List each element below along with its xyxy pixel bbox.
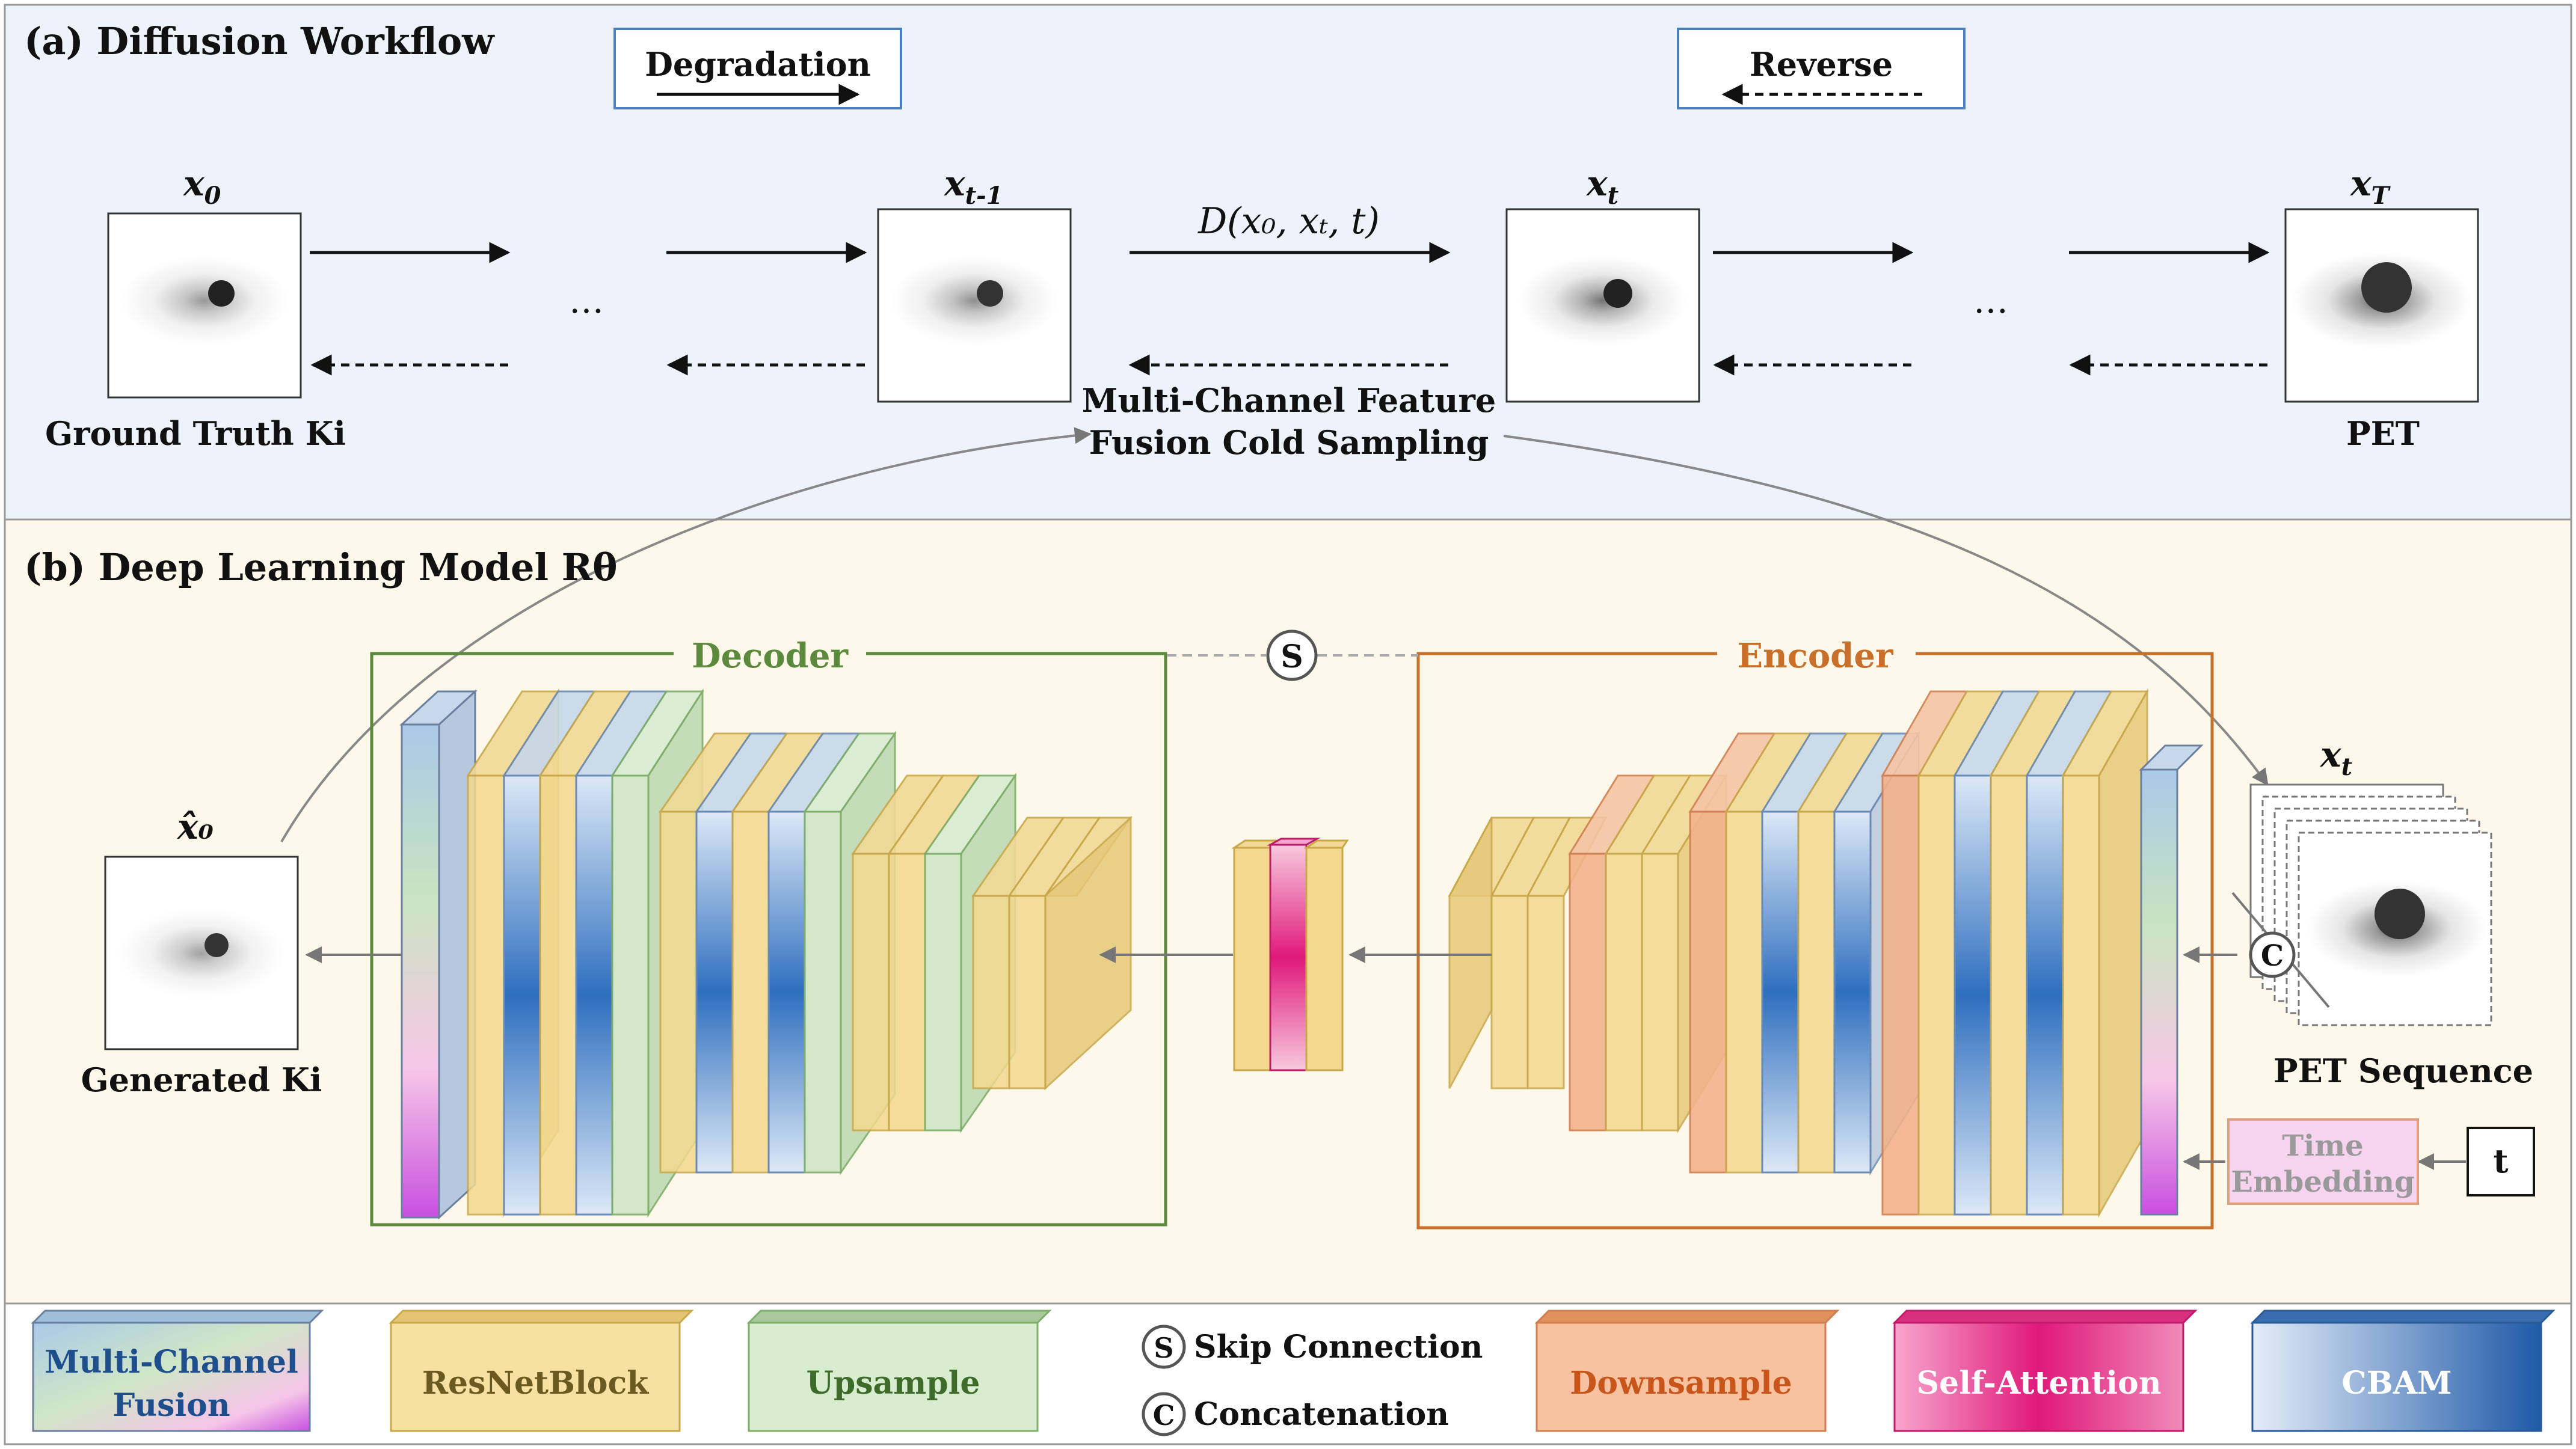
decoder-label: Decoder bbox=[692, 636, 849, 676]
time-embedding-box bbox=[2227, 1118, 2419, 1205]
legend-concat-symbol: C bbox=[1153, 1399, 1175, 1432]
panel-a-background bbox=[4, 4, 2572, 521]
legend: Multi-Channel Fusion ResNetBlock Upsampl… bbox=[31, 1310, 2556, 1436]
legend-self-attention-label: Self-Attention bbox=[1916, 1365, 2161, 1402]
decoder-label-bg bbox=[674, 637, 866, 673]
panel-a-title: (a) Diffusion Workflow bbox=[24, 19, 495, 63]
input-symbol: xt bbox=[2319, 734, 2353, 781]
sampling-to-input-curve bbox=[1503, 435, 2269, 786]
legend-concat-label: Concatenation bbox=[1194, 1396, 1449, 1433]
scan-body bbox=[890, 256, 1059, 346]
legend-skip-label: Skip Connection bbox=[1194, 1329, 1483, 1365]
legend-downsample: Downsample bbox=[1534, 1310, 1840, 1432]
encoder-label: Encoder bbox=[1737, 636, 1894, 676]
bottleneck-blocks bbox=[1231, 838, 1349, 1071]
decoder-group-4 bbox=[971, 815, 1133, 1091]
scan-heart bbox=[204, 933, 229, 957]
degradation-label: Degradation bbox=[645, 45, 871, 84]
state-xt: xt bbox=[1505, 163, 1700, 403]
scan-body bbox=[1519, 256, 1687, 346]
legend-multi-channel-line1: Multi-Channel bbox=[45, 1344, 298, 1380]
scan-heart bbox=[2361, 262, 2412, 313]
legend-concat-node bbox=[1142, 1392, 1186, 1436]
legend-cbam: CBAM bbox=[2250, 1310, 2556, 1432]
state-xt-1-symbol: xt-1 bbox=[943, 163, 1003, 210]
skip-connection-node bbox=[1266, 630, 1318, 681]
output-caption: Generated Ki bbox=[81, 1061, 322, 1099]
sampling-label-line2: Fusion Cold Sampling bbox=[1089, 423, 1489, 462]
state-xt-1: xt-1 bbox=[877, 163, 1072, 403]
time-embedding-line1: Time bbox=[2282, 1129, 2363, 1163]
decoder-group-1 bbox=[466, 688, 704, 1218]
scan-heart bbox=[977, 280, 1003, 307]
concatenation-node bbox=[2249, 931, 2296, 978]
sampling-label-line1: Multi-Channel Feature bbox=[1082, 381, 1496, 420]
pet-sequence-input: xt C PET Sequence bbox=[2231, 734, 2533, 1090]
legend-self-attention: Self-Attention bbox=[1892, 1310, 2198, 1432]
scan-body bbox=[117, 908, 286, 998]
concatenation-symbol: C bbox=[2261, 939, 2284, 973]
scan-heart bbox=[2375, 889, 2425, 939]
decoder-multichannel-block bbox=[399, 689, 478, 1220]
legend-multi-channel-line2: Fusion bbox=[112, 1387, 230, 1424]
legend-upsample-label: Upsample bbox=[807, 1365, 980, 1402]
legend-multi-channel: Multi-Channel Fusion bbox=[31, 1310, 324, 1432]
decoder-blocks bbox=[399, 688, 1133, 1220]
state-x0-caption: Ground Truth Ki bbox=[45, 414, 346, 453]
generated-output: x̂₀ Generated Ki bbox=[81, 806, 322, 1099]
output-to-sampling-curve bbox=[280, 427, 1092, 843]
scan-body bbox=[120, 256, 289, 346]
legend-concat: C Concatenation bbox=[1142, 1392, 1449, 1436]
legend-downsample-label: Downsample bbox=[1570, 1365, 1792, 1402]
encoder-blocks bbox=[1448, 688, 2204, 1218]
legend-skip-symbol: S bbox=[1154, 1332, 1173, 1364]
ellipsis-right: … bbox=[1973, 280, 2008, 321]
scan-heart bbox=[1603, 279, 1632, 308]
legend-cbam-label: CBAM bbox=[2341, 1365, 2452, 1402]
time-step-box bbox=[2467, 1127, 2535, 1196]
panel-b-title: (b) Deep Learning Model Rθ bbox=[24, 545, 618, 589]
state-xt-symbol: xt bbox=[1585, 163, 1619, 210]
time-step-symbol: t bbox=[2494, 1142, 2509, 1180]
encoder-multichannel-block bbox=[2139, 744, 2204, 1216]
state-xT-caption: PET bbox=[2346, 414, 2420, 453]
encoder-label-bg bbox=[1717, 637, 1916, 673]
encoder-group-1 bbox=[1881, 688, 2149, 1218]
legend-upsample: Upsample bbox=[746, 1310, 1052, 1432]
scan-heart bbox=[208, 280, 235, 307]
state-xT: xT PET bbox=[2284, 163, 2479, 453]
state-xT-symbol: xT bbox=[2349, 163, 2391, 210]
time-embedding-line2: Embedding bbox=[2231, 1165, 2414, 1199]
reverse-label: Reverse bbox=[1750, 45, 1893, 84]
input-caption: PET Sequence bbox=[2273, 1052, 2533, 1090]
legend-resnet: ResNetBlock bbox=[389, 1310, 694, 1432]
ellipsis-left: … bbox=[569, 280, 604, 321]
legend-resnet-label: ResNetBlock bbox=[422, 1365, 649, 1402]
legend-skip-node bbox=[1142, 1325, 1186, 1369]
skip-connection-symbol: S bbox=[1280, 639, 1303, 675]
state-x0: x0 Ground Truth Ki bbox=[45, 163, 346, 453]
legend-skip: S Skip Connection bbox=[1142, 1325, 1483, 1369]
output-symbol: x̂₀ bbox=[176, 806, 214, 847]
operator-label: D(x₀, xₜ, t) bbox=[1197, 200, 1380, 242]
state-x0-symbol: x0 bbox=[182, 163, 221, 210]
